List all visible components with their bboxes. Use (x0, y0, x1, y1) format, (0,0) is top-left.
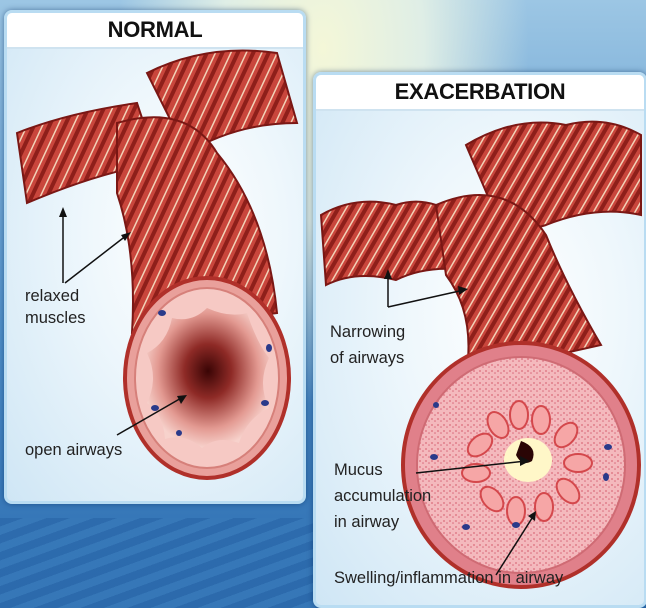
gland-dot (151, 405, 159, 411)
label-relaxed: relaxed (25, 285, 79, 307)
label-of-airways: of airways (330, 347, 404, 369)
exacerbation-panel: EXACERBATION (313, 72, 646, 608)
relaxed-pointer-line (65, 235, 127, 283)
label-accumulation: accumulation (334, 485, 431, 507)
label-mucus: Mucus (334, 459, 383, 481)
normal-panel: NORMAL (4, 10, 306, 504)
label-narrowing: Narrowing (330, 321, 405, 343)
normal-airway-illustration (7, 13, 303, 501)
label-muscles: muscles (25, 307, 86, 329)
narrowing-pointer-line (388, 290, 464, 307)
label-swelling: Swelling/inflammation in airway (334, 567, 563, 589)
label-open-airways: open airways (25, 439, 122, 461)
gland-dot (176, 430, 182, 436)
gland-dot (158, 310, 166, 316)
gland-dot (266, 344, 272, 352)
arrowhead (59, 207, 67, 217)
label-in-airway: in airway (334, 511, 399, 533)
gland-dot (261, 400, 269, 406)
